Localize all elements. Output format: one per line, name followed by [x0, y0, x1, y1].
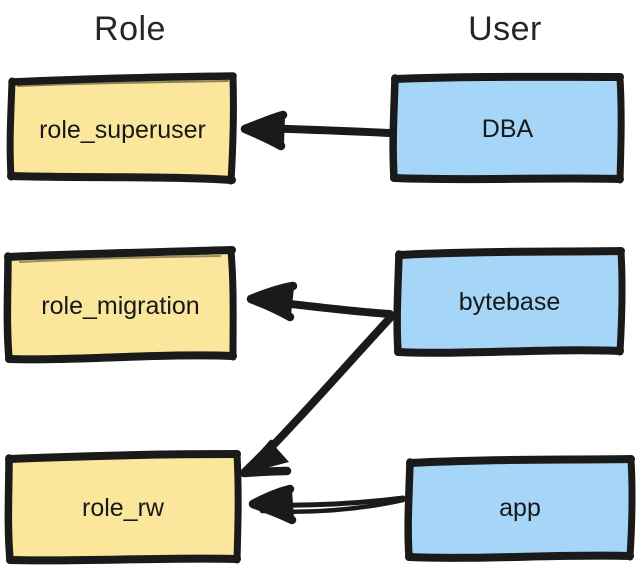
column-header-role: Role [94, 10, 166, 48]
node-role_migration[interactable] [5, 250, 235, 361]
connection-bytebase-to-role_rw [239, 314, 394, 478]
node-dba[interactable] [392, 76, 622, 182]
node-shape-role_superuser [6, 72, 237, 185]
node-shape-app [404, 455, 636, 562]
node-role_rw[interactable] [6, 453, 239, 562]
node-shape-dba [389, 72, 625, 184]
node-shape-role_rw [4, 450, 242, 565]
column-header-user: User [468, 10, 542, 48]
node-shape-role_migration [3, 246, 237, 364]
connection-bytebase-to-role_migration [246, 281, 394, 322]
connection-app-to-role_rw [248, 484, 406, 525]
node-app[interactable] [407, 458, 633, 559]
node-shape-bytebase [393, 247, 626, 357]
node-role_superuser[interactable] [8, 76, 235, 182]
connection-dba-to-role_superuser [240, 110, 394, 151]
node-bytebase[interactable] [396, 250, 623, 354]
